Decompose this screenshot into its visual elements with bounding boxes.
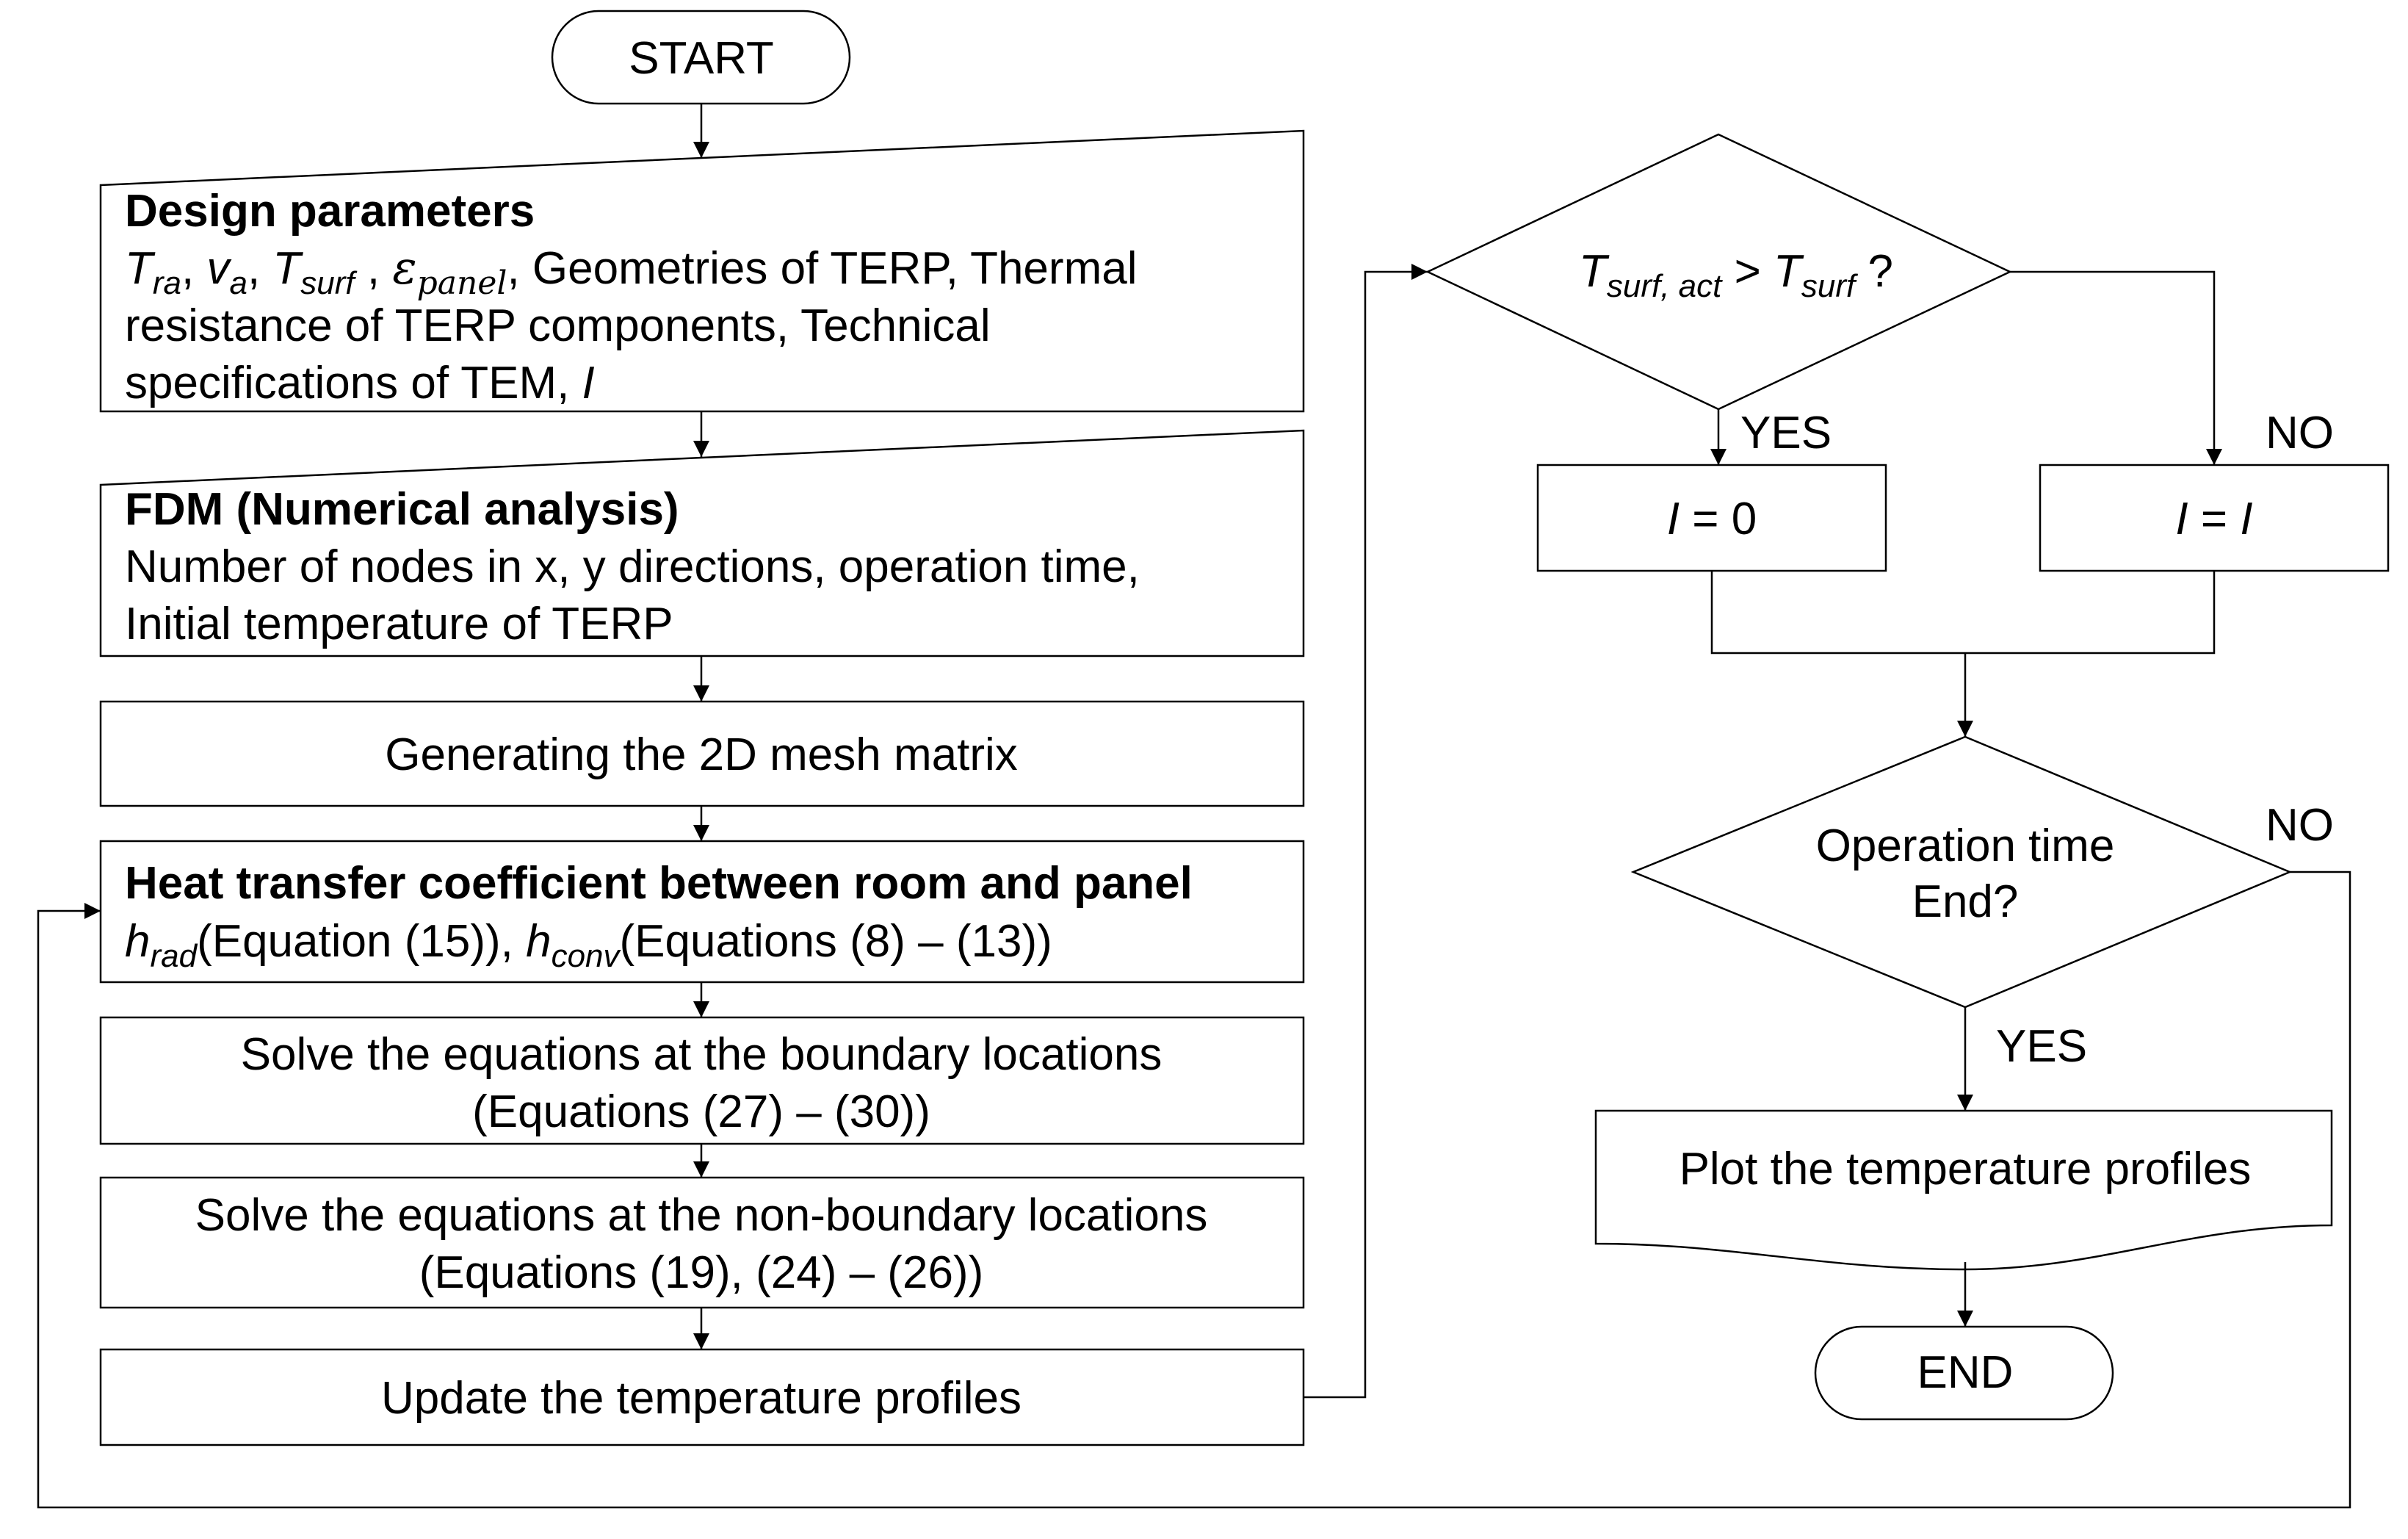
- yes-label: YES: [1740, 408, 1832, 458]
- connector-arrow: [2010, 270, 2222, 465]
- i-equals-i-label: I = I: [2175, 494, 2252, 544]
- decision-operation-time-line1: Operation time: [1816, 821, 2115, 871]
- end-label: END: [1917, 1347, 2014, 1398]
- end-terminal: [1814, 1325, 2114, 1421]
- design-parameters-variables: Tra, va, Tsurf , εpanel, Geometries of T…: [125, 241, 1137, 302]
- i-equals-i-box: [2039, 464, 2390, 572]
- connector-arrow: [1304, 264, 1428, 1399]
- start-label: START: [629, 33, 774, 84]
- plot-label: Plot the temperature profiles: [1680, 1144, 2252, 1194]
- i-zero-label: I = 0: [1667, 494, 1757, 544]
- fdm-title: FDM (Numerical analysis): [125, 484, 679, 535]
- update-label: Update the temperature profiles: [381, 1373, 1022, 1424]
- boundary-line1: Solve the equations at the boundary loca…: [241, 1029, 1163, 1080]
- i-zero-box: [1536, 464, 1887, 572]
- nonboundary-box: [99, 1176, 1305, 1309]
- design-parameters-line3: specifications of TEM, I: [125, 358, 595, 408]
- decision-operation-time-line2: End?: [1912, 876, 2019, 927]
- boundary-line2: (Equations (27) – (30)): [472, 1086, 930, 1137]
- connector-line: [1710, 571, 2216, 655]
- htc-equations: hrad(Equation (15)), hconv(Equations (8)…: [125, 916, 1052, 974]
- fdm-box: [99, 429, 1305, 657]
- decision-surface-temp-label: Tsurf, act > Tsurf ?: [1579, 246, 1893, 304]
- decision-operation-time: [1630, 735, 2293, 1009]
- design-parameters-line2: resistance of TERP components, Technical: [125, 300, 991, 351]
- mesh-label: Generating the 2D mesh matrix: [385, 729, 1018, 780]
- fdm-line1: Number of nodes in x, y directions, oper…: [125, 541, 1140, 592]
- no-label: NO: [2266, 408, 2334, 458]
- nonboundary-line1: Solve the equations at the non-boundary …: [195, 1190, 1208, 1241]
- fdm-line2: Initial temperature of TERP: [125, 599, 673, 649]
- yes-label: YES: [1996, 1021, 2087, 1072]
- no-label: NO: [2266, 800, 2334, 851]
- boundary-box: [99, 1016, 1305, 1145]
- nonboundary-line2: (Equations (19), (24) – (26)): [419, 1247, 983, 1298]
- htc-title: Heat transfer coefficient between room a…: [125, 858, 1193, 909]
- update-box: [99, 1348, 1305, 1446]
- design-parameters-title: Design parameters: [125, 186, 535, 237]
- design-parameters-box: [99, 129, 1305, 413]
- htc-box: [99, 840, 1305, 984]
- loop-back-arrow: [37, 871, 2351, 1509]
